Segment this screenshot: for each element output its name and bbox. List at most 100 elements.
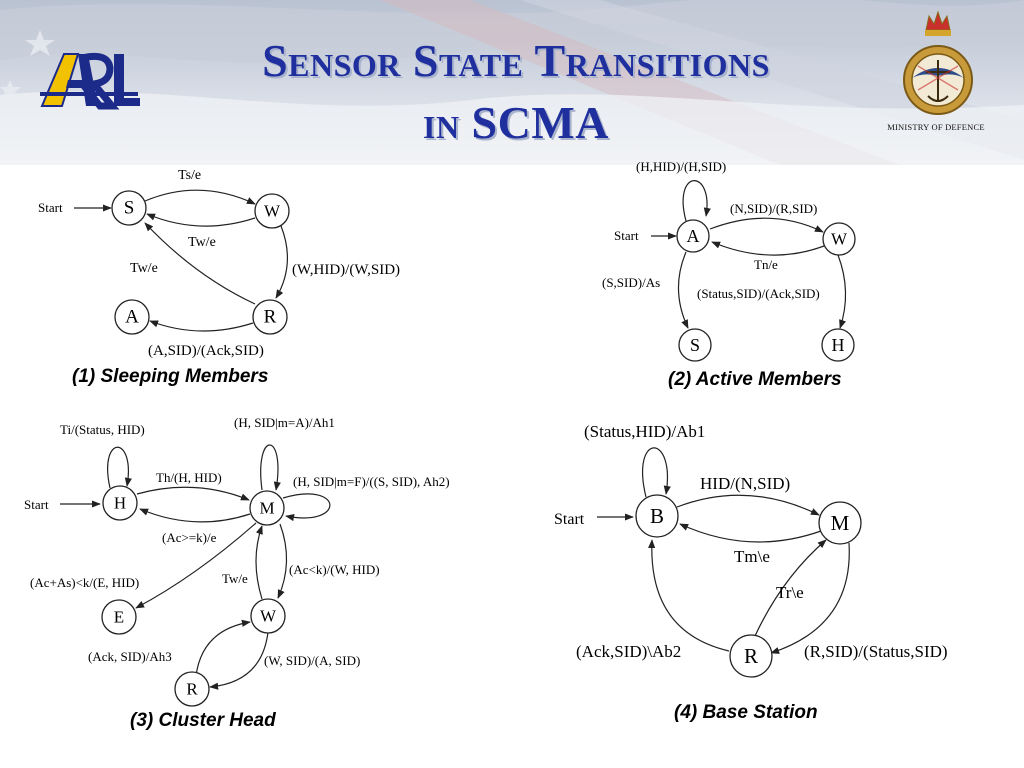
- svg-text:S: S: [124, 198, 135, 219]
- state-node-e: E: [101, 599, 137, 635]
- edge-m-self-2: [282, 493, 331, 522]
- edge-w-m: [255, 525, 263, 600]
- edge-m-r: [770, 542, 850, 654]
- ministry-of-defence-label: MINISTRY OF DEFENCE: [887, 122, 985, 132]
- edge-m-h: [139, 508, 251, 523]
- edge-a-self: [682, 180, 711, 222]
- svg-text:H: H: [832, 335, 845, 355]
- ministry-of-defence-crest: [903, 10, 973, 115]
- edge-w-r: [275, 225, 289, 299]
- transition-label: (Ac>=k)/e: [162, 530, 217, 545]
- transition-label: Tw/e: [222, 571, 248, 586]
- edge-m-self-1: [260, 444, 281, 491]
- start-label: Start: [38, 200, 63, 215]
- edge-r-w: [195, 619, 251, 677]
- edge-w-r: [209, 631, 269, 690]
- transition-label: (A,SID)/(Ack,SID): [148, 343, 264, 359]
- edge-m-b: [679, 523, 822, 543]
- diagram-cluster-head: Start H M E W R Ti/(Status, HID) Th/(H, …: [24, 415, 450, 707]
- start-label: Start: [554, 511, 585, 528]
- transition-label: Tm\e: [734, 547, 770, 566]
- state-node-w: W: [822, 222, 856, 256]
- edge-r-b: [648, 539, 730, 652]
- edge-a-w: [709, 217, 824, 233]
- transition-label: (Status,HID)/Ab1: [584, 422, 705, 441]
- transition-label: Tr\e: [776, 583, 804, 602]
- state-node-s: S: [111, 190, 147, 226]
- state-node-m: M: [818, 501, 862, 545]
- svg-text:R: R: [264, 307, 277, 328]
- transition-label: Tn/e: [754, 257, 778, 272]
- page-title: Sensor State Transitions: [262, 35, 770, 86]
- transition-label: (Ack,SID)\Ab2: [576, 642, 681, 661]
- svg-text:B: B: [650, 504, 664, 528]
- edge-s-w: [144, 189, 256, 205]
- transition-label: (N,SID)/(R,SID): [730, 201, 817, 216]
- transition-label: (H, SID|m=A)/Ah1: [234, 415, 335, 430]
- page-subtitle: in SCMA: [422, 97, 609, 148]
- svg-text:M: M: [259, 499, 274, 518]
- caption-sleeping-members: (1) Sleeping Members: [72, 366, 269, 387]
- svg-text:S: S: [690, 335, 700, 355]
- svg-text:H: H: [114, 494, 126, 513]
- edge-w-a: [711, 241, 825, 256]
- transition-label: (Ack, SID)/Ah3: [88, 649, 172, 664]
- diagram-active-members: Start A W S H (H,HID)/(H,SID) (N,SID)/(R…: [602, 159, 856, 362]
- arl-logo: [40, 52, 140, 110]
- edge-m-w: [277, 523, 288, 599]
- edge-r-a: [149, 320, 254, 332]
- transition-label: (S,SID)/As: [602, 275, 660, 290]
- transition-label: (Ac+As)<k/(E, HID): [30, 575, 139, 590]
- caption-base-station: (4) Base Station: [674, 702, 818, 723]
- state-node-a: A: [676, 219, 710, 253]
- svg-text:W: W: [264, 202, 281, 221]
- header-background: [0, 0, 1024, 165]
- svg-text:E: E: [114, 608, 124, 627]
- edge-m-e: [135, 522, 257, 609]
- transition-label: (H, SID|m=F)/((S, SID), Ah2): [293, 474, 450, 489]
- edge-b-self: [641, 447, 671, 498]
- transition-label: (H,HID)/(H,SID): [636, 159, 726, 174]
- caption-cluster-head: (3) Cluster Head: [130, 710, 276, 731]
- transition-label: (W, SID)/(A, SID): [264, 653, 360, 668]
- svg-text:M: M: [831, 511, 850, 535]
- state-node-r: R: [252, 299, 288, 335]
- edge-a-s: [677, 251, 689, 329]
- transition-label: HID/(N,SID): [700, 474, 790, 493]
- diagram-sleeping-members: Start S W A R Ts/e Tw/e Tw/e (W,HID)/(W,…: [38, 168, 400, 359]
- svg-text:A: A: [125, 307, 139, 328]
- transition-label: (W,HID)/(W,SID): [292, 262, 400, 278]
- transition-label: (R,SID)/(Status,SID): [804, 642, 948, 661]
- transition-label: Ts/e: [178, 168, 201, 183]
- svg-text:W: W: [260, 607, 277, 626]
- edge-w-h: [837, 254, 847, 329]
- state-node-b: B: [635, 494, 679, 538]
- edge-h-self: [107, 446, 132, 489]
- edge-b-m: [676, 494, 820, 516]
- state-node-h: H: [821, 328, 855, 362]
- svg-text:R: R: [186, 680, 198, 699]
- diagram-base-station: Start B M R (Status,HID)/Ab1 HID/(N,SID)…: [554, 422, 948, 678]
- state-node-r: R: [174, 671, 210, 707]
- svg-text:R: R: [744, 644, 758, 668]
- start-label: Start: [614, 228, 639, 243]
- transition-label: (Ac<k)/(W, HID): [289, 562, 380, 577]
- state-node-h: H: [102, 485, 138, 521]
- state-node-w: W: [250, 598, 286, 634]
- svg-text:A: A: [687, 226, 700, 246]
- state-node-w: W: [254, 193, 290, 229]
- start-label: Start: [24, 497, 49, 512]
- transition-label: Th/(H, HID): [156, 470, 222, 485]
- svg-text:W: W: [831, 230, 848, 249]
- edge-h-m: [136, 486, 250, 501]
- edge-w-s: [146, 213, 256, 227]
- transition-label: (Status,SID)/(Ack,SID): [697, 286, 820, 301]
- edge-r-m: [754, 539, 827, 637]
- state-node-a: A: [114, 299, 150, 335]
- caption-active-members: (2) Active Members: [668, 369, 842, 390]
- transition-label: Tw/e: [130, 261, 158, 276]
- edge-r-s: [144, 222, 256, 305]
- transition-label: Tw/e: [188, 235, 216, 250]
- state-node-m: M: [249, 490, 285, 526]
